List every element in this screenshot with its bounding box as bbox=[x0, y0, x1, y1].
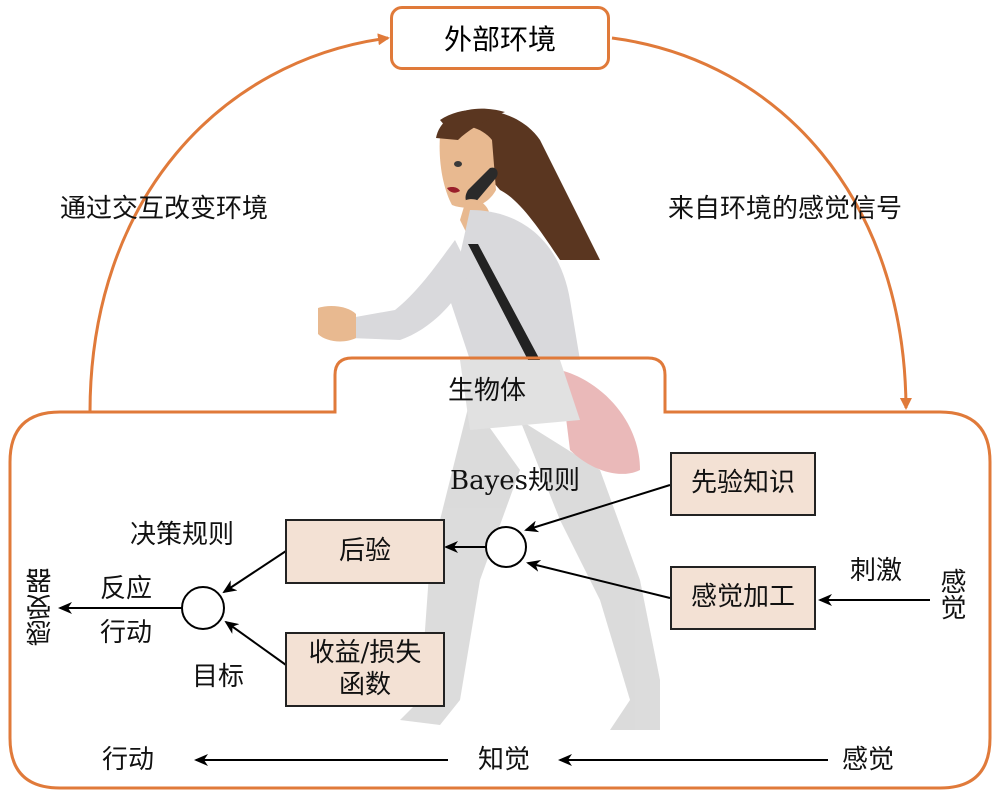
left-arc-arrow bbox=[88, 33, 390, 413]
decision-node bbox=[181, 586, 225, 630]
bayes-rule-label: Bayes规则 bbox=[450, 466, 581, 496]
gain-loss-line2: 函数 bbox=[338, 669, 391, 700]
prior-knowledge-label: 先验知识 bbox=[690, 468, 795, 499]
right-arc-label: 来自环境的感觉信号 bbox=[668, 194, 903, 224]
bottom-sensation-label: 感觉 bbox=[842, 745, 895, 775]
bottom-action-label: 行动 bbox=[102, 745, 155, 775]
decision-rule-label: 决策规则 bbox=[130, 520, 235, 550]
posterior-label: 后验 bbox=[338, 535, 391, 566]
gainloss-to-decision-arrow bbox=[224, 620, 287, 666]
posterior-box: 后验 bbox=[285, 519, 445, 584]
gain-loss-line1: 收益/损失 bbox=[308, 638, 422, 669]
posterior-to-decision-arrow bbox=[222, 550, 287, 594]
environment-box: 外部环境 bbox=[390, 6, 610, 70]
sensory-to-bayes-arrow bbox=[526, 560, 671, 599]
gain-loss-function-box: 收益/损失 函数 bbox=[285, 632, 445, 707]
sensory-processing-label: 感觉加工 bbox=[690, 582, 795, 613]
response-label: 反应 bbox=[100, 574, 153, 604]
bottom-perception-label: 知觉 bbox=[478, 745, 531, 775]
prior-to-bayes-arrow bbox=[524, 484, 671, 533]
organism-label: 生物体 bbox=[448, 376, 527, 406]
environment-label: 外部环境 bbox=[443, 23, 556, 56]
goal-label: 目标 bbox=[192, 662, 245, 692]
stimulus-label: 刺激 bbox=[850, 556, 903, 586]
right-arc-arrow bbox=[611, 36, 912, 410]
effector-label: 感受器 bbox=[26, 568, 56, 646]
bayes-node bbox=[485, 526, 527, 568]
sensory-processing-box: 感觉加工 bbox=[670, 566, 816, 630]
organism-outline bbox=[8, 356, 992, 790]
sense-label: 感觉 bbox=[936, 568, 966, 620]
left-arc-label: 通过交互改变环境 bbox=[60, 194, 269, 224]
prior-knowledge-box: 先验知识 bbox=[670, 452, 816, 516]
action-label: 行动 bbox=[100, 618, 153, 648]
